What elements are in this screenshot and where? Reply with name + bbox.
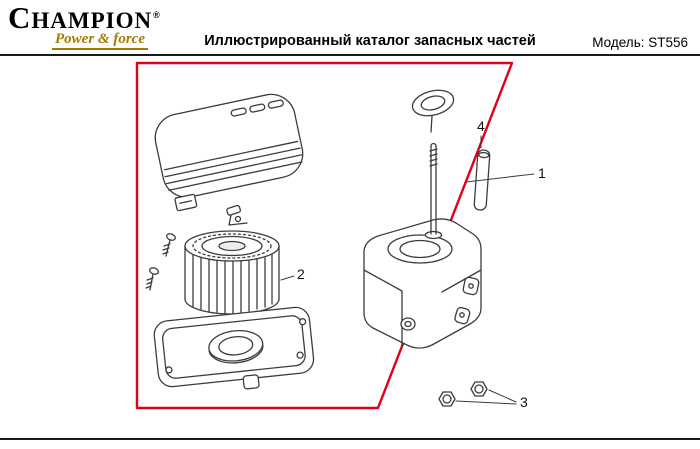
base-drain-tube [242,374,260,390]
air-filter-element-drawing [184,230,280,315]
callout-1: 1 [538,165,546,181]
mount-boss [400,317,416,331]
callout-2: 2 [297,266,305,282]
air-filter-base-drawing [153,306,315,390]
brand-tagline: Power & force [52,32,148,50]
grommet-drawing [411,89,455,133]
base-stud [296,351,304,359]
clamp-drawing [226,204,248,226]
nut-1-drawing [438,391,456,407]
vent-slot [249,103,266,113]
header-divider [0,54,700,56]
leader-3a [455,400,517,405]
champion-logo: CHAMPION® Power & force [8,0,160,50]
nut-2-drawing [470,381,488,397]
callout-4: 4 [477,118,485,134]
diagram-frame [135,61,514,410]
registered-trademark-icon: ® [153,10,160,20]
page-title: Иллюстрированный каталог запасных частей [204,33,536,49]
air-filter-cover-drawing [154,93,304,212]
model-label: Модель: ST556 [592,35,688,50]
callout-leaders [280,135,535,405]
base-stud [298,318,307,326]
brand-name: CHAMPION [8,0,153,35]
stud-bolt-drawing [424,142,443,240]
screw-2-drawing [145,267,160,291]
vent-slot [267,99,284,109]
vent-slot [230,107,247,117]
screw-1-drawing [162,233,176,257]
leader-1 [465,173,535,183]
parts-diagram: 1 2 3 4 [135,61,546,410]
base-stud [165,366,173,374]
footer-divider [0,438,700,440]
callout-3: 3 [520,394,528,410]
leader-3b [488,389,517,403]
air-box-drawing [363,218,482,349]
leader-2 [280,275,295,281]
